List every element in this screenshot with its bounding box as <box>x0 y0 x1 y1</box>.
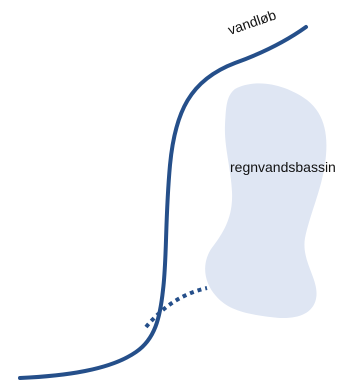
rainwater-basin-shape <box>205 83 327 319</box>
basin-label: regnvandsbassin <box>230 159 336 175</box>
stream-label: vandløb <box>226 6 279 37</box>
basin-connection-dotted-line <box>144 286 208 329</box>
stream-line <box>18 25 308 380</box>
